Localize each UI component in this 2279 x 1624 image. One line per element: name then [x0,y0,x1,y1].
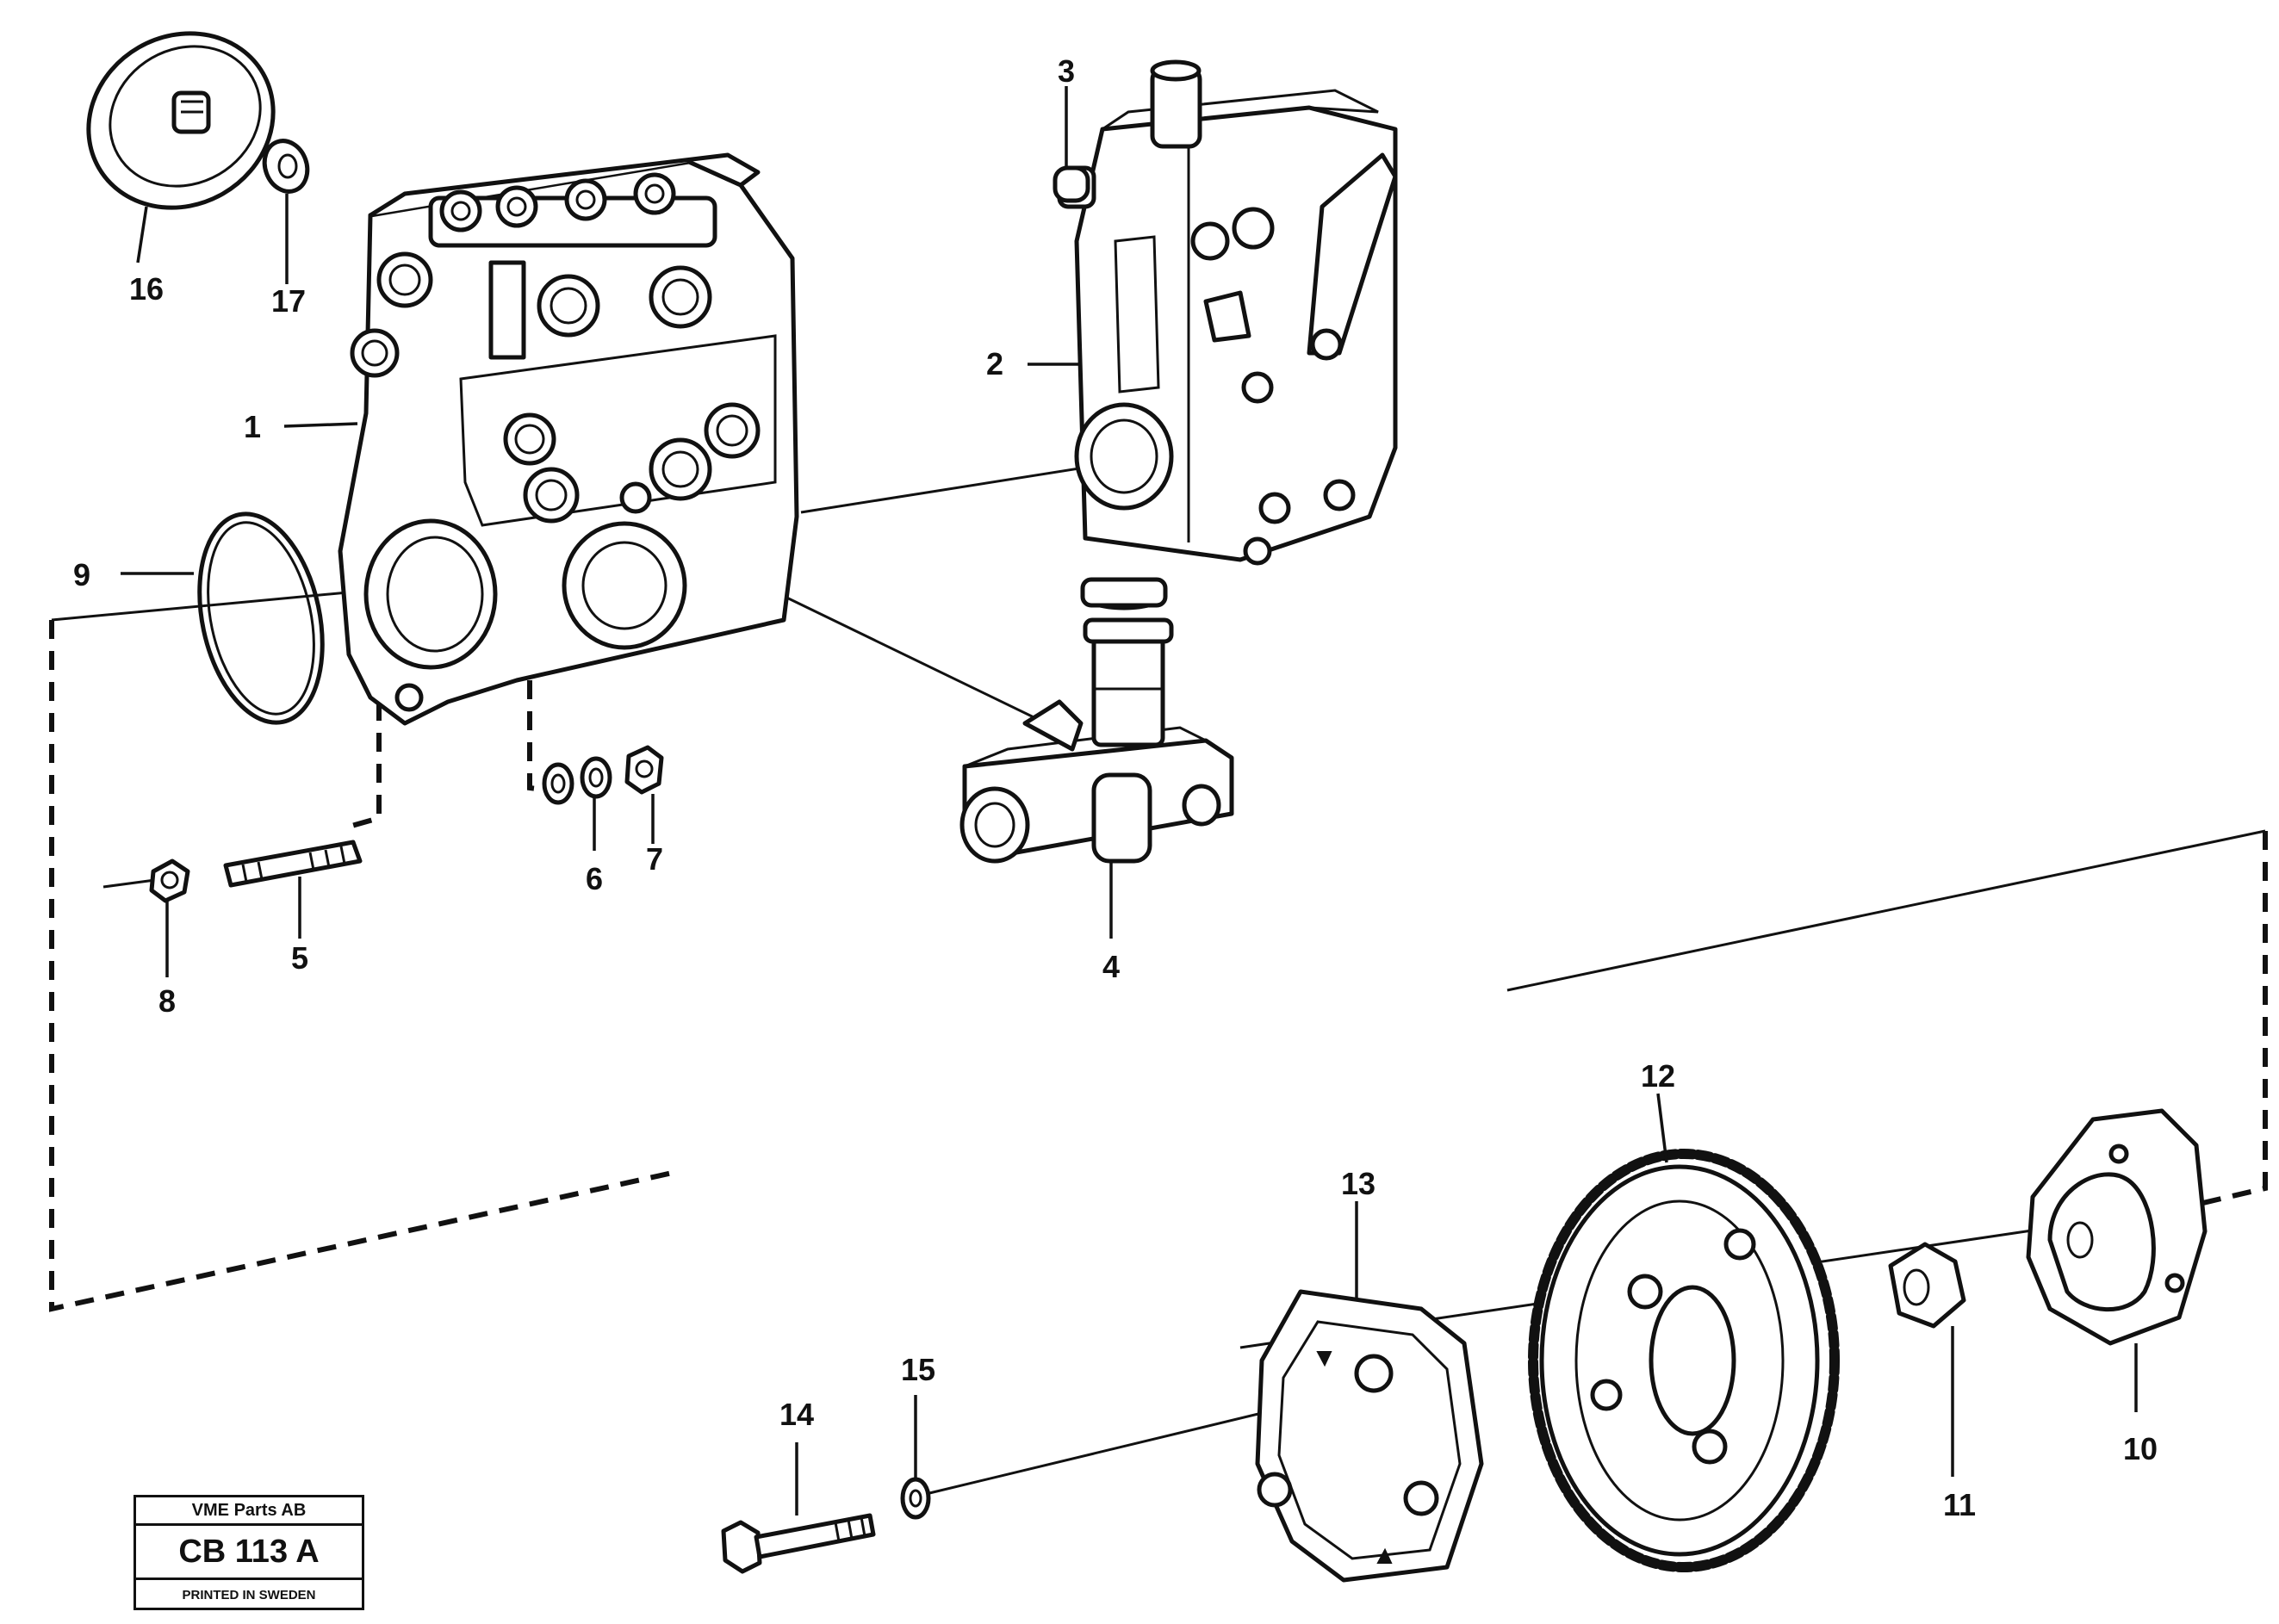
callout-13: 13 [1341,1166,1375,1201]
callout-numbers: 1 2 3 4 5 6 7 8 9 10 11 12 13 14 15 16 1… [73,53,2158,1522]
callout-17: 17 [271,283,306,319]
part-13-coupling-hub [1255,1289,1484,1583]
callout-7: 7 [646,841,663,877]
part-15-washer [900,1477,931,1520]
callout-16: 16 [129,271,164,307]
callout-9: 9 [73,557,90,592]
part-1-pump-housing [338,152,799,726]
part-5-stud [223,840,363,888]
part-3-fitting [1053,165,1090,203]
part-4-feed-pump [959,577,1234,864]
stamp-printed: PRINTED IN SWEDEN [182,1588,316,1602]
callout-15: 15 [901,1352,935,1387]
callout-8: 8 [158,983,176,1019]
part-10-flange [2026,1108,2208,1346]
callout-14: 14 [779,1397,814,1432]
stamp-code: CB 113 A [136,1526,362,1580]
part-8-nut [149,858,190,903]
parts-catalog-stamp: VME Parts AB CB 113 A PRINTED IN SWEDEN [134,1495,364,1610]
stamp-company: VME Parts AB [136,1497,362,1526]
callout-10: 10 [2123,1431,2158,1466]
part-14-bolt [721,1513,876,1574]
callout-2: 2 [986,346,1003,381]
part-7-nut [624,745,664,795]
part-6-washers [542,756,612,805]
part-2-governor [1057,59,1398,566]
leader-lines [121,86,2138,1516]
callout-11: 11 [1943,1487,1976,1522]
callout-12: 12 [1641,1058,1675,1094]
part-12-gear [1528,1149,1840,1572]
callout-4: 4 [1102,949,1120,984]
part-16-cover-disc [86,31,276,210]
callout-3: 3 [1058,53,1075,89]
callout-6: 6 [586,861,603,896]
part-9-o-ring [197,511,325,725]
part-11-nut [1888,1242,1966,1329]
part-17-washer [262,139,310,194]
assembly-dashed-lines [49,459,2268,1496]
callout-1: 1 [244,409,261,444]
callout-5: 5 [291,940,308,976]
